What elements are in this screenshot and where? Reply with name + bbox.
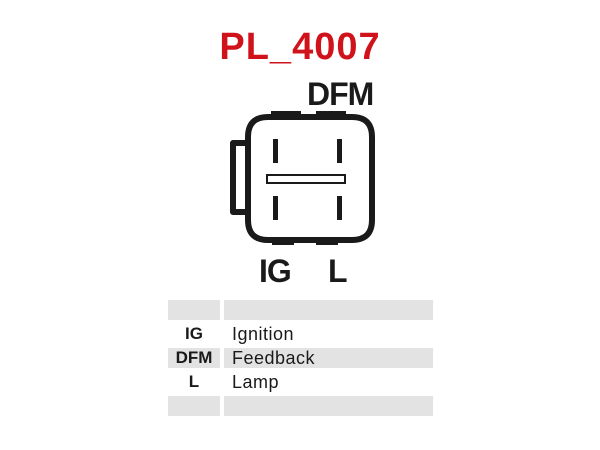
pin-label-l: L [328, 253, 348, 289]
pin-label-ig: IG [259, 253, 292, 289]
terminal-right-lower [337, 196, 342, 220]
pin-legend-table: IG Ignition DFM Feedback L Lamp [164, 296, 437, 420]
connector-bottom-tab-left [272, 237, 294, 245]
connector-top-tab-left [271, 111, 301, 119]
legend-row: L Lamp [168, 372, 433, 392]
terminal-left-lower [273, 196, 278, 220]
legend-desc: Ignition [232, 324, 295, 344]
legend-row: DFM Feedback [168, 348, 433, 368]
legend-desc: Lamp [232, 372, 280, 392]
legend-code [168, 300, 220, 320]
legend-row [168, 300, 433, 320]
legend-code [168, 396, 220, 416]
legend-desc [224, 396, 433, 416]
connector-top-tab-right [316, 111, 346, 119]
connector-title: PL_4007 [219, 26, 381, 68]
legend-code: IG [185, 324, 203, 343]
legend-desc: Feedback [224, 348, 433, 368]
terminal-right-upper [337, 139, 342, 163]
legend-code: L [188, 372, 200, 391]
legend-desc [224, 300, 433, 320]
legend-row: IG Ignition [168, 324, 433, 344]
connector-bottom-tab-right [316, 237, 338, 245]
terminal-left-upper [273, 139, 278, 163]
connector-side-latch [230, 140, 247, 215]
center-blade [266, 174, 346, 184]
pin-label-dfm: DFM [307, 76, 374, 112]
legend-code: DFM [168, 348, 220, 368]
legend-row [168, 396, 433, 416]
